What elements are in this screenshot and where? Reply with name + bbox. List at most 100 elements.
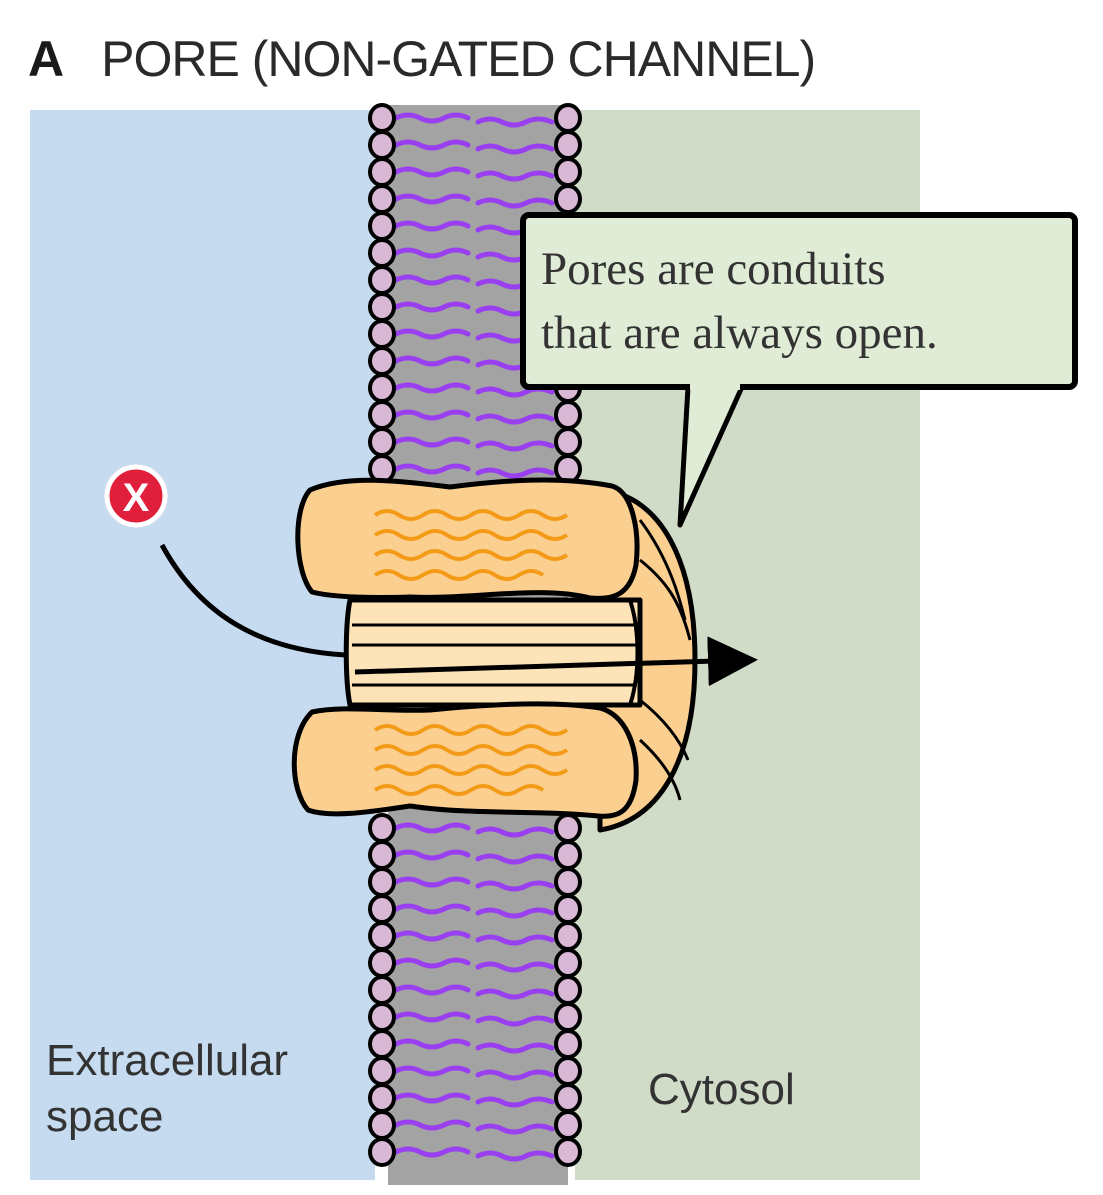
lipid-tail	[393, 355, 471, 367]
lipid-tail	[475, 1096, 555, 1108]
lipid-tail	[393, 957, 471, 969]
pore-lumen	[343, 597, 643, 708]
lipid-tail	[393, 1146, 471, 1158]
lipid-head	[554, 921, 582, 951]
lipid-tail	[475, 1042, 555, 1054]
lipid-head	[368, 157, 396, 187]
ion-path-arrow	[354, 636, 758, 687]
lipid-tail	[475, 197, 555, 209]
lipid-head	[368, 948, 396, 978]
lipid-tail	[393, 1038, 471, 1050]
lipid-head	[368, 840, 396, 870]
lipid-head	[368, 813, 396, 843]
lipid-head	[368, 1137, 396, 1167]
lipid-head	[368, 1002, 396, 1032]
lipid-head	[554, 1002, 582, 1032]
lipid-head	[368, 238, 396, 268]
lipid-tail	[393, 220, 471, 232]
lipid-tail	[393, 876, 471, 888]
lipid-tail	[393, 1011, 471, 1023]
lipid-head	[368, 921, 396, 951]
lipid-tail	[393, 247, 471, 259]
lipid-head	[368, 1083, 396, 1113]
lipid-head	[554, 894, 582, 924]
lipid-tail	[475, 961, 555, 973]
lipid-tail	[393, 193, 471, 205]
lipid-tail	[475, 440, 555, 452]
lipid-tail	[475, 413, 555, 425]
lipid-head	[368, 1029, 396, 1059]
panel-title: PORE (NON-GATED CHANNEL)	[101, 31, 816, 87]
lipid-head	[368, 184, 396, 214]
lipid-tail	[475, 988, 555, 1000]
lipid-tail	[393, 984, 471, 996]
lipid-head	[368, 211, 396, 241]
ion-label: X	[123, 476, 150, 520]
lipid-head	[368, 894, 396, 924]
lipid-tail	[393, 409, 471, 421]
lipid-head	[554, 1029, 582, 1059]
lipid-tail	[393, 382, 471, 394]
lipid-tails	[393, 112, 555, 1162]
lipid-tail	[393, 1065, 471, 1077]
lipid-tail	[393, 436, 471, 448]
lipid-head	[554, 867, 582, 897]
lipid-head	[554, 948, 582, 978]
callout-line-1: Pores are conduits	[541, 243, 886, 295]
callout-line-2: that are always open.	[541, 307, 938, 359]
lipid-tail	[475, 1069, 555, 1081]
lipid-tail	[475, 853, 555, 865]
ion-marker: X	[104, 464, 168, 528]
lipid-tail	[393, 301, 471, 313]
pore-squiggles	[373, 509, 569, 796]
lipid-head	[554, 1056, 582, 1086]
callout-text: Pores are conduits that are always open.	[523, 215, 1075, 387]
lipid-tail	[393, 139, 471, 151]
lipid-head	[554, 103, 582, 133]
extracellular-region	[30, 110, 375, 1180]
cytosol-label: Cytosol	[648, 1065, 795, 1114]
panel-letter: A	[28, 31, 64, 87]
lipid-head	[554, 1083, 582, 1113]
lipid-tail	[393, 930, 471, 942]
lipid-tail	[475, 116, 555, 128]
lipid-tail	[475, 1015, 555, 1027]
lipid-head	[368, 103, 396, 133]
pore-lower-subunit	[291, 701, 639, 819]
lipid-tail	[475, 907, 555, 919]
lipid-tail	[393, 903, 471, 915]
lipid-head	[368, 400, 396, 430]
lipid-tail	[393, 274, 471, 286]
ion-path-curve	[159, 543, 346, 658]
lipid-head	[554, 1110, 582, 1140]
lipid-head	[368, 319, 396, 349]
lipid-head	[368, 975, 396, 1005]
pore-protein	[291, 477, 698, 833]
extracellular-label-line-1: Extracellular	[46, 1036, 289, 1085]
lipid-tail	[393, 1119, 471, 1131]
lipid-head	[368, 292, 396, 322]
lipid-head	[368, 373, 396, 403]
lipid-head	[554, 130, 582, 160]
lipid-tail	[393, 166, 471, 178]
lipid-tail	[475, 467, 555, 479]
lipid-tail	[475, 143, 555, 155]
lipid-head	[554, 813, 582, 843]
lipid-head	[368, 130, 396, 160]
lipid-tail	[475, 1150, 555, 1162]
lipid-tail	[475, 170, 555, 182]
lipid-head	[368, 1056, 396, 1086]
lipid-head	[368, 346, 396, 376]
lipid-head	[554, 1137, 582, 1167]
lipid-head	[554, 427, 582, 457]
lipid-tail	[393, 112, 471, 124]
lipid-head	[554, 157, 582, 187]
lipid-head	[368, 1110, 396, 1140]
lipid-tail	[475, 934, 555, 946]
ion-circle	[104, 464, 168, 528]
lipid-head	[554, 184, 582, 214]
extracellular-label-line-2: space	[46, 1092, 164, 1141]
extracellular-label: Extracellular space	[46, 1033, 288, 1145]
lipid-tail	[393, 822, 471, 834]
